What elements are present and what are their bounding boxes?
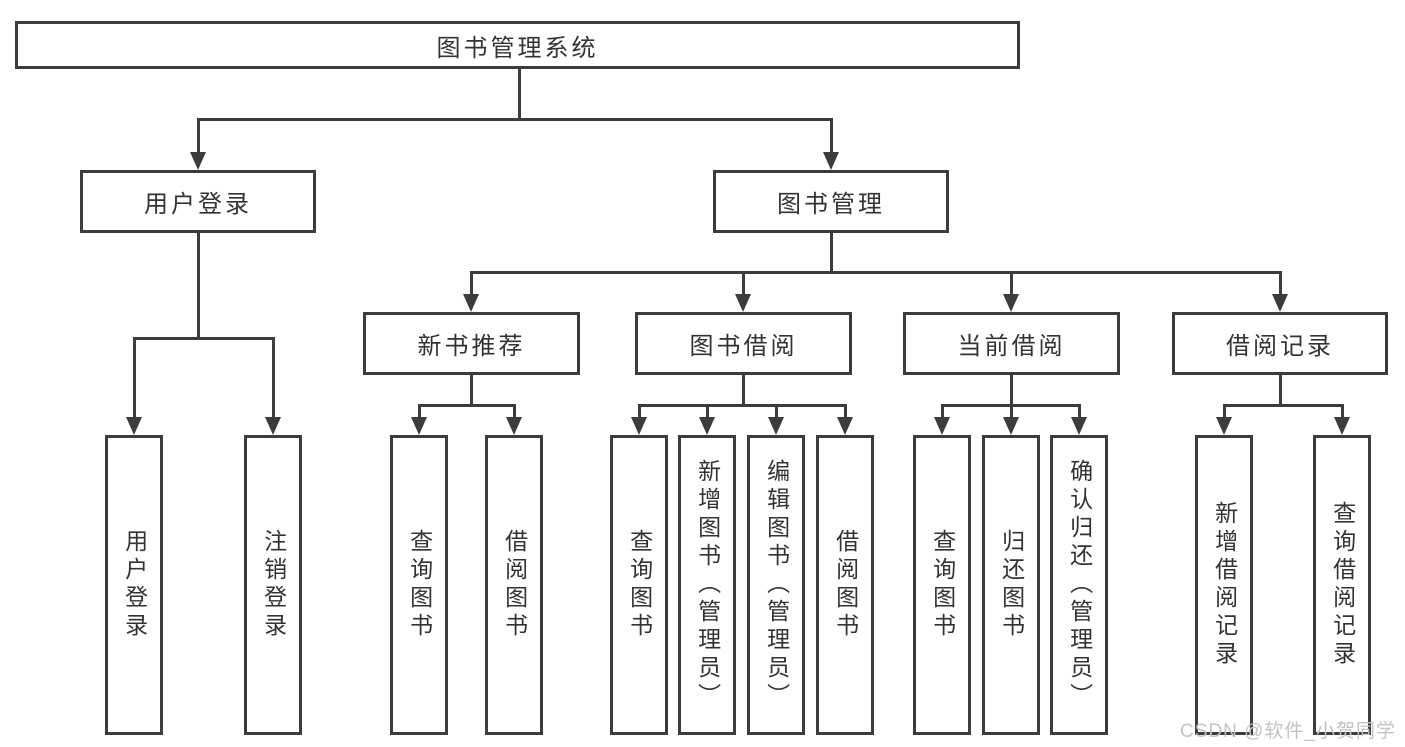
connector-arrowhead [1272,294,1288,312]
connector-arrowhead [411,417,427,435]
connector-line [741,375,745,405]
leaf-user-login: 用户登录 [105,435,163,735]
connector-arrowhead [735,294,751,312]
leaf-bb-edit-books-admin-label: 编辑图书（管理员） [763,459,790,711]
connector-arrowhead [1334,417,1350,435]
connector-arrow-stem [1009,272,1013,294]
connector-arrowhead [463,294,479,312]
connector-arrow-stem [1077,405,1081,417]
node-book-borrow: 图书借阅 [635,312,852,375]
node-user-login: 用户登录 [80,170,316,233]
leaf-bb-borrow-books-label: 借阅图书 [832,529,859,641]
connector-line [132,336,275,340]
leaf-nb-query-books-label: 查询图书 [406,529,433,641]
node-current-borrow: 当前借阅 [903,312,1120,375]
leaf-bb-add-books-admin: 新增图书（管理员） [678,435,736,735]
leaf-br-add-record: 新增借阅记录 [1195,435,1253,735]
leaf-nb-borrow-books: 借阅图书 [485,435,543,735]
leaf-bb-borrow-books: 借阅图书 [816,435,874,735]
connector-arrowhead [1003,294,1019,312]
connector-arrow-stem [637,405,641,417]
connector-arrow-stem [829,119,833,152]
connector-arrow-stem [196,119,200,152]
leaf-bb-edit-books-admin: 编辑图书（管理员） [747,435,805,735]
node-root-system: 图书管理系统 [15,21,1020,69]
connector-arrowhead [837,417,853,435]
leaf-bb-query-books: 查询图书 [610,435,668,735]
leaf-bb-add-books-admin-label: 新增图书（管理员） [694,459,721,711]
node-borrow-records: 借阅记录 [1172,312,1388,375]
leaf-cb-query-books-label: 查询图书 [929,529,956,641]
node-book-management: 图书管理 [713,170,949,233]
connector-line [469,270,1282,274]
connector-arrowhead [506,417,522,435]
connector-line [196,117,833,121]
leaf-cb-confirm-return-admin: 确认归还（管理员） [1050,435,1108,735]
connector-arrow-stem [1009,405,1013,417]
node-user-login-label: 用户登录 [144,191,252,218]
leaf-nb-query-books: 查询图书 [390,435,448,735]
node-book-management-label: 图书管理 [777,191,885,218]
node-new-book-recommend-label: 新书推荐 [417,333,526,360]
connector-arrowhead [1216,417,1232,435]
leaf-bb-query-books-label: 查询图书 [626,529,653,641]
connector-arrowhead [631,417,647,435]
connector-line [637,403,847,407]
leaf-br-query-record: 查询借阅记录 [1313,435,1371,735]
connector-arrowhead [265,417,281,435]
leaf-nb-borrow-books-label: 借阅图书 [501,529,528,641]
leaf-user-login-label: 用户登录 [121,529,148,641]
connector-arrow-stem [271,338,275,417]
leaf-cb-query-books: 查询图书 [913,435,971,735]
connector-line [517,69,521,119]
connector-arrowhead [934,417,950,435]
connector-arrow-stem [1222,405,1226,417]
connector-arrow-stem [469,272,473,294]
connector-arrow-stem [774,405,778,417]
connector-arrow-stem [417,405,421,417]
node-root-label: 图书管理系统 [436,34,599,62]
connector-arrowhead [768,417,784,435]
connector-arrowhead [1071,417,1087,435]
watermark: CSDN @软件_小贺同学 [1180,721,1396,742]
node-new-book-recommend: 新书推荐 [363,312,580,375]
connector-line [1222,403,1344,407]
connector-line [1009,375,1013,405]
connector-line [196,233,200,338]
leaf-br-add-record-label: 新增借阅记录 [1211,501,1238,669]
connector-arrowhead [1003,417,1019,435]
connector-arrowhead [126,417,142,435]
connector-line [1278,375,1282,405]
node-book-borrow-label: 图书借阅 [689,333,798,360]
connector-arrow-stem [1278,272,1282,294]
leaf-cb-return-books: 归还图书 [982,435,1040,735]
leaf-cb-return-books-label: 归还图书 [998,529,1025,641]
connector-arrowhead [190,152,206,170]
node-current-borrow-label: 当前借阅 [957,333,1066,360]
connector-line [829,233,833,272]
connector-arrow-stem [940,405,944,417]
leaf-logout-label: 注销登录 [260,529,287,641]
connector-line [469,375,473,405]
connector-line [417,403,516,407]
connector-arrow-stem [132,338,136,417]
connector-arrow-stem [741,272,745,294]
leaf-cb-confirm-return-admin-label: 确认归还（管理员） [1066,459,1093,711]
connector-arrow-stem [843,405,847,417]
connector-arrow-stem [705,405,709,417]
connector-arrowhead [823,152,839,170]
connector-arrow-stem [1340,405,1344,417]
connector-arrowhead [699,417,715,435]
leaf-logout: 注销登录 [244,435,302,735]
node-borrow-records-label: 借阅记录 [1226,333,1334,360]
connector-arrow-stem [512,405,516,417]
leaf-br-query-record-label: 查询借阅记录 [1329,501,1356,669]
